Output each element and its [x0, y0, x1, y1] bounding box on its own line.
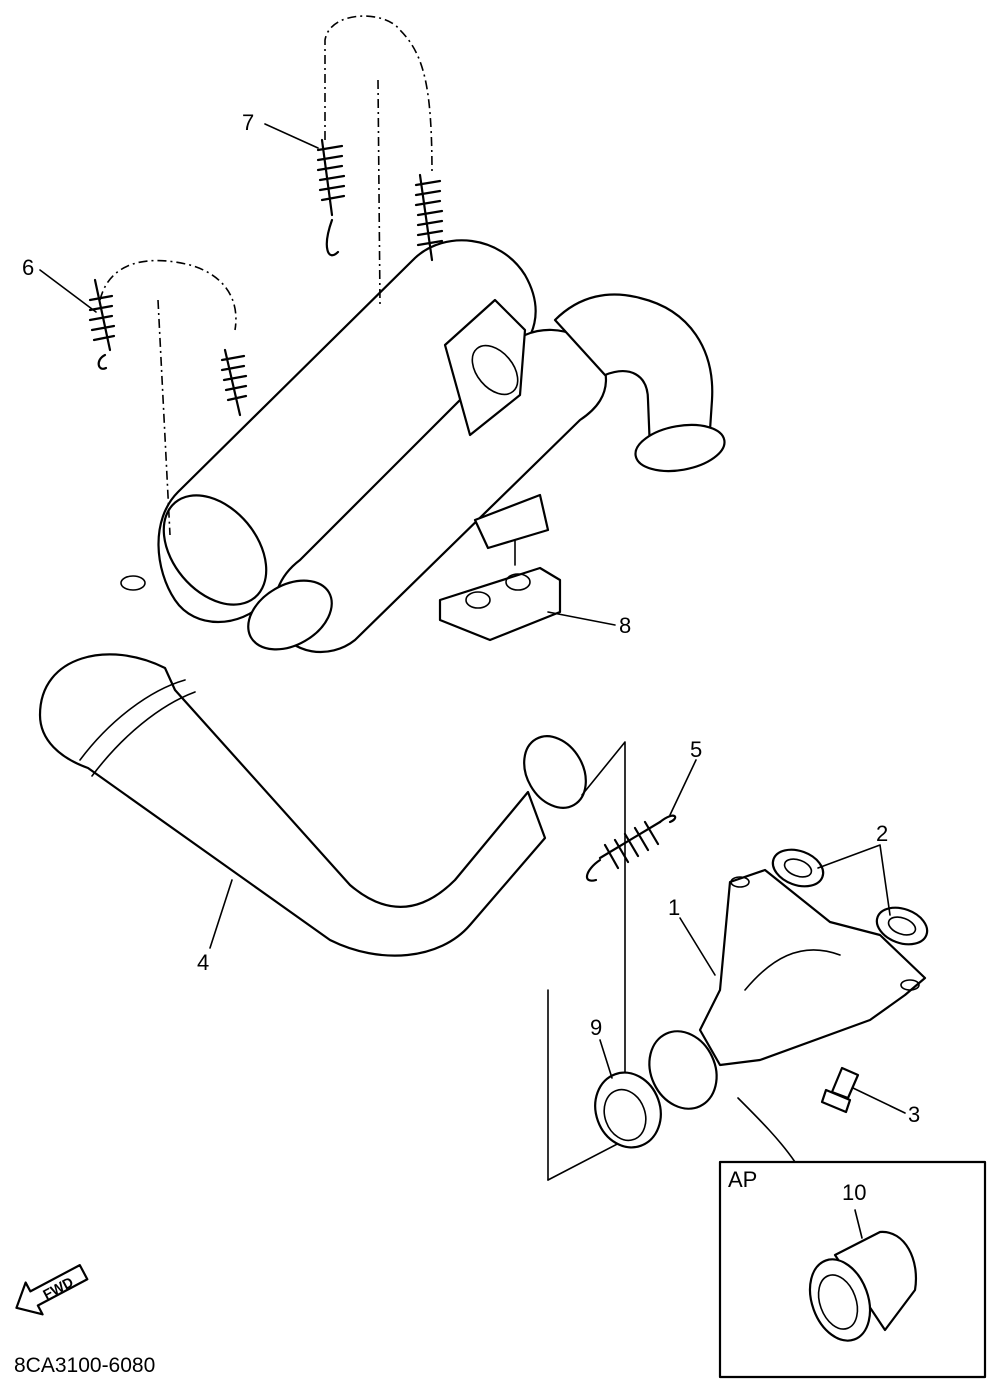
callout-7: 7 — [242, 110, 254, 135]
bracket-group-line — [547, 741, 626, 1181]
inset-collar-inner — [817, 1274, 859, 1330]
seal-ring-inner — [603, 1088, 647, 1142]
inset-box — [718, 1160, 987, 1379]
damper-hole — [465, 591, 491, 609]
leader-8 — [547, 611, 616, 626]
leader-ap — [737, 1097, 796, 1163]
flange-hole — [900, 979, 920, 991]
spring-7 — [316, 15, 444, 262]
alignment-line — [377, 79, 381, 306]
callout-3: 3 — [908, 1102, 920, 1127]
band-line — [91, 691, 196, 777]
spring-6-coil-left — [88, 278, 116, 352]
callout-10: 10 — [842, 1180, 866, 1205]
manifold-body — [698, 868, 927, 1067]
gasket-inner — [887, 916, 917, 936]
fwd-arrow-shape — [15, 1263, 89, 1316]
inset-ap — [718, 1160, 987, 1379]
spring-6-hook — [97, 353, 108, 370]
spring-6-curve — [99, 259, 237, 331]
leader-6 — [39, 269, 97, 313]
callout-6: 6 — [22, 255, 34, 280]
spring-7-curve — [324, 15, 433, 176]
spring-5-hook — [586, 858, 602, 882]
callout-4: 4 — [197, 950, 209, 975]
bolt-part-3 — [820, 1066, 860, 1114]
fwd-arrow-icon: FWD — [15, 1263, 89, 1316]
inset-collar-part-10 — [833, 1230, 918, 1332]
muffler-outlet-end — [247, 579, 333, 651]
leader-5 — [669, 759, 697, 816]
spring-7-coil-right — [414, 173, 444, 262]
leader-1 — [679, 917, 716, 976]
gasket-inner — [783, 858, 813, 878]
leader-2 — [817, 844, 891, 916]
leader-3 — [852, 1087, 906, 1114]
muffler-bracket — [443, 298, 527, 437]
alignment-line — [157, 299, 171, 536]
spring-7-hook — [325, 218, 340, 257]
manifold-branch — [744, 949, 841, 991]
bracket-slot — [471, 344, 519, 396]
callout-8: 8 — [619, 613, 631, 638]
callout-9: 9 — [590, 1015, 602, 1040]
seal-ring-part-9 — [594, 1071, 662, 1149]
callout-1: 1 — [668, 895, 680, 920]
muffler-hole — [120, 575, 146, 591]
gasket-part-2 — [875, 906, 929, 946]
callout-5: 5 — [690, 737, 702, 762]
manifold-outlet — [648, 1030, 718, 1110]
damper-part-8 — [438, 566, 562, 642]
muffler-inlet — [523, 735, 587, 809]
inset-label: AP — [728, 1167, 757, 1192]
muffler-lower-pipe — [38, 653, 547, 957]
bolt-head — [820, 1088, 852, 1114]
spring-6 — [88, 259, 248, 417]
muffler-mount-tab — [473, 493, 550, 550]
gasket-part-2 — [771, 848, 825, 888]
drawing-code: 8CA3100-6080 — [14, 1354, 155, 1377]
leader-4 — [209, 879, 233, 949]
spring-5-coil — [598, 820, 662, 870]
damper-block — [438, 566, 562, 642]
leader-10 — [854, 1209, 863, 1239]
muffler-assembly — [38, 239, 726, 957]
spring-6-coil-right — [220, 348, 248, 417]
flange-hole — [730, 876, 750, 888]
leader-7 — [264, 123, 319, 149]
spring-5-hook — [658, 814, 677, 824]
spring-5 — [586, 814, 677, 882]
band-line — [79, 679, 186, 761]
muffler-end-ring — [162, 494, 268, 606]
leader-9 — [599, 1039, 613, 1079]
tail-pipe-outlet — [634, 423, 726, 473]
exhaust-manifold-part-1 — [648, 868, 927, 1110]
callout-2: 2 — [876, 821, 888, 846]
spring-7-coil-left — [316, 138, 346, 217]
tail-pipe — [553, 293, 714, 452]
damper-hole — [505, 573, 531, 591]
